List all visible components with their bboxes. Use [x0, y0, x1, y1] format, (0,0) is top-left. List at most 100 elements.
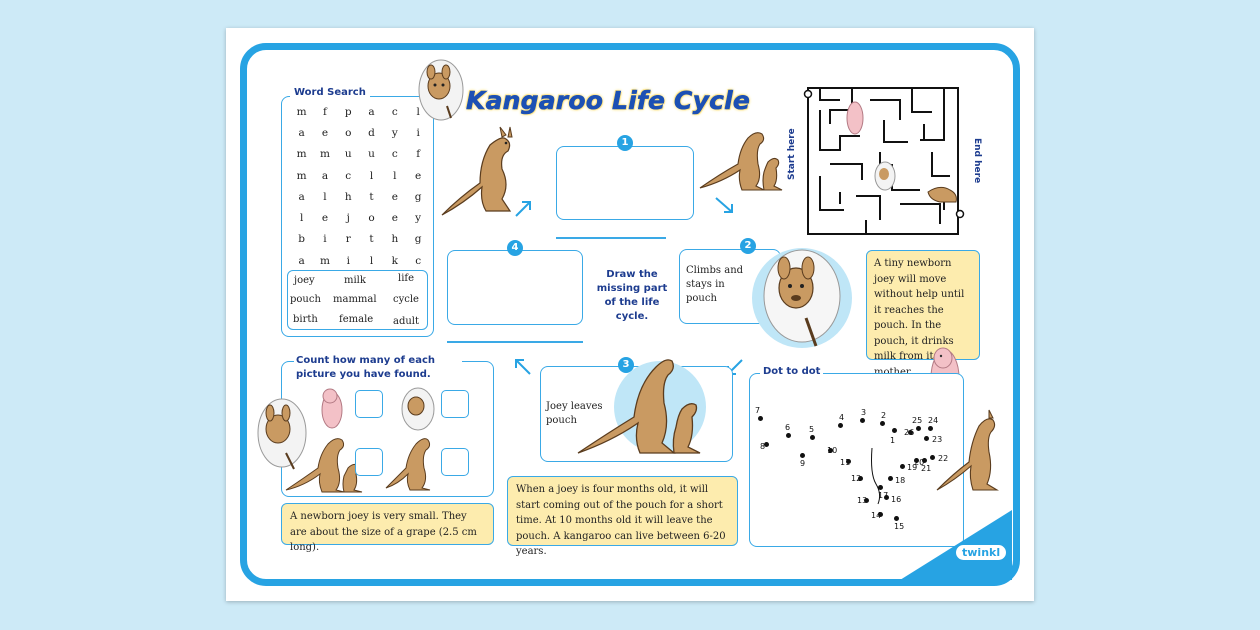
- kangaroo-with-joey-icon: [699, 132, 783, 191]
- dot-5[interactable]: [810, 435, 815, 440]
- dot-6[interactable]: [786, 433, 791, 438]
- dot-26[interactable]: [908, 430, 913, 435]
- dot-1[interactable]: [892, 428, 897, 433]
- dot-18[interactable]: [888, 476, 893, 481]
- dot-number-label: 18: [895, 476, 906, 485]
- word-search-letter[interactable]: a: [321, 169, 329, 182]
- count-heading: Count how many of each picture you have …: [294, 354, 462, 382]
- dot-23[interactable]: [924, 436, 929, 441]
- dot-number-label: 13: [857, 496, 868, 505]
- count-answer-box[interactable]: [355, 390, 383, 418]
- dot-7[interactable]: [758, 416, 763, 421]
- dot-8[interactable]: [764, 442, 769, 447]
- dot-20[interactable]: [914, 458, 919, 463]
- word-search-letter[interactable]: e: [415, 169, 422, 182]
- dot-22[interactable]: [930, 455, 935, 460]
- dot-17[interactable]: [878, 485, 883, 490]
- word-search-letter[interactable]: k: [391, 254, 399, 267]
- word-search-letter[interactable]: y: [391, 126, 398, 139]
- dot-10[interactable]: [828, 448, 833, 453]
- dot-to-dot-guide: [871, 447, 881, 505]
- word-search-letter[interactable]: y: [415, 212, 422, 225]
- joey-in-pouch-icon: [752, 248, 852, 348]
- dot-12[interactable]: [858, 476, 863, 481]
- word-search-letter[interactable]: f: [323, 105, 327, 118]
- dot-number-label: 24: [928, 416, 939, 425]
- dot-13[interactable]: [864, 498, 869, 503]
- word-search-letter[interactable]: m: [319, 148, 330, 161]
- word-search-letter[interactable]: l: [299, 212, 304, 225]
- dot-24[interactable]: [928, 426, 933, 431]
- word-search-letter[interactable]: b: [298, 233, 306, 246]
- word-search-letter[interactable]: c: [345, 169, 352, 182]
- word-search-letter[interactable]: l: [369, 169, 374, 182]
- word-list-item: joey: [294, 275, 315, 286]
- word-search-letter[interactable]: m: [296, 169, 307, 182]
- word-search-letter[interactable]: a: [298, 190, 305, 203]
- dot-14[interactable]: [878, 512, 883, 517]
- word-search-letter[interactable]: l: [323, 190, 327, 203]
- word-search-letter[interactable]: c: [391, 105, 398, 118]
- word-search-letter[interactable]: e: [391, 212, 398, 225]
- adult-kangaroo-icon: [936, 409, 999, 491]
- dot-number-label: 14: [871, 511, 882, 520]
- word-search-letter[interactable]: p: [344, 105, 352, 118]
- stage-1-drawing-box[interactable]: [556, 146, 694, 220]
- dot-15[interactable]: [894, 516, 899, 521]
- word-search-letter[interactable]: m: [319, 254, 330, 267]
- count-answer-box[interactable]: [441, 390, 469, 418]
- word-search-letter[interactable]: c: [415, 254, 422, 267]
- dot-2[interactable]: [880, 421, 885, 426]
- word-search-letter[interactable]: t: [369, 190, 374, 203]
- word-search-letter[interactable]: a: [368, 105, 375, 118]
- count-answer-box[interactable]: [355, 448, 383, 476]
- word-search-letter[interactable]: g: [414, 190, 422, 203]
- word-search-letter[interactable]: f: [416, 148, 421, 161]
- dot-16[interactable]: [884, 495, 889, 500]
- maze-end-label: End here: [972, 138, 982, 184]
- word-search-letter[interactable]: o: [368, 212, 375, 225]
- word-search-letter[interactable]: u: [368, 148, 375, 161]
- word-search-letter[interactable]: a: [298, 254, 305, 267]
- dot-25[interactable]: [916, 426, 921, 431]
- word-search-letter[interactable]: d: [368, 126, 375, 139]
- word-search-letter[interactable]: e: [391, 190, 398, 203]
- dot-9[interactable]: [800, 453, 805, 458]
- word-search-letter[interactable]: c: [391, 148, 398, 161]
- stage-4-drawing-box[interactable]: [447, 250, 583, 325]
- dot-19[interactable]: [900, 464, 905, 469]
- dot-number-label: 2: [881, 411, 887, 420]
- word-search-letter[interactable]: l: [416, 105, 420, 118]
- word-list: joey milk life pouch mammal cycle birth …: [287, 270, 428, 330]
- word-search-letter[interactable]: i: [346, 254, 350, 267]
- word-search-letter[interactable]: i: [416, 126, 420, 139]
- word-search-letter[interactable]: m: [296, 105, 307, 118]
- word-search-letter[interactable]: l: [369, 254, 374, 267]
- arrow-icon: [715, 197, 733, 213]
- dot-21[interactable]: [922, 458, 927, 463]
- word-search-letter[interactable]: a: [298, 126, 305, 139]
- word-search-letter[interactable]: o: [345, 126, 352, 139]
- dot-number-label: 4: [839, 413, 845, 422]
- maze[interactable]: [800, 80, 966, 242]
- dot-11[interactable]: [846, 459, 851, 464]
- dot-4[interactable]: [838, 423, 843, 428]
- word-search-letter[interactable]: i: [323, 233, 327, 246]
- dot-3[interactable]: [860, 418, 865, 423]
- word-search-letter[interactable]: r: [345, 233, 351, 246]
- word-search-letter[interactable]: t: [369, 233, 374, 246]
- word-search-letter[interactable]: m: [296, 148, 307, 161]
- word-search-letter[interactable]: j: [346, 212, 350, 225]
- count-answer-box[interactable]: [441, 448, 469, 476]
- word-search-letter[interactable]: e: [321, 212, 329, 225]
- word-search-letter[interactable]: u: [344, 148, 352, 161]
- word-search-letter[interactable]: l: [393, 169, 397, 182]
- dot-number-label: 11: [840, 458, 851, 467]
- word-search-letter[interactable]: g: [414, 233, 422, 246]
- word-search-letter[interactable]: h: [391, 233, 399, 246]
- word-search-letter[interactable]: e: [321, 126, 329, 139]
- word-search-letter[interactable]: h: [344, 190, 352, 203]
